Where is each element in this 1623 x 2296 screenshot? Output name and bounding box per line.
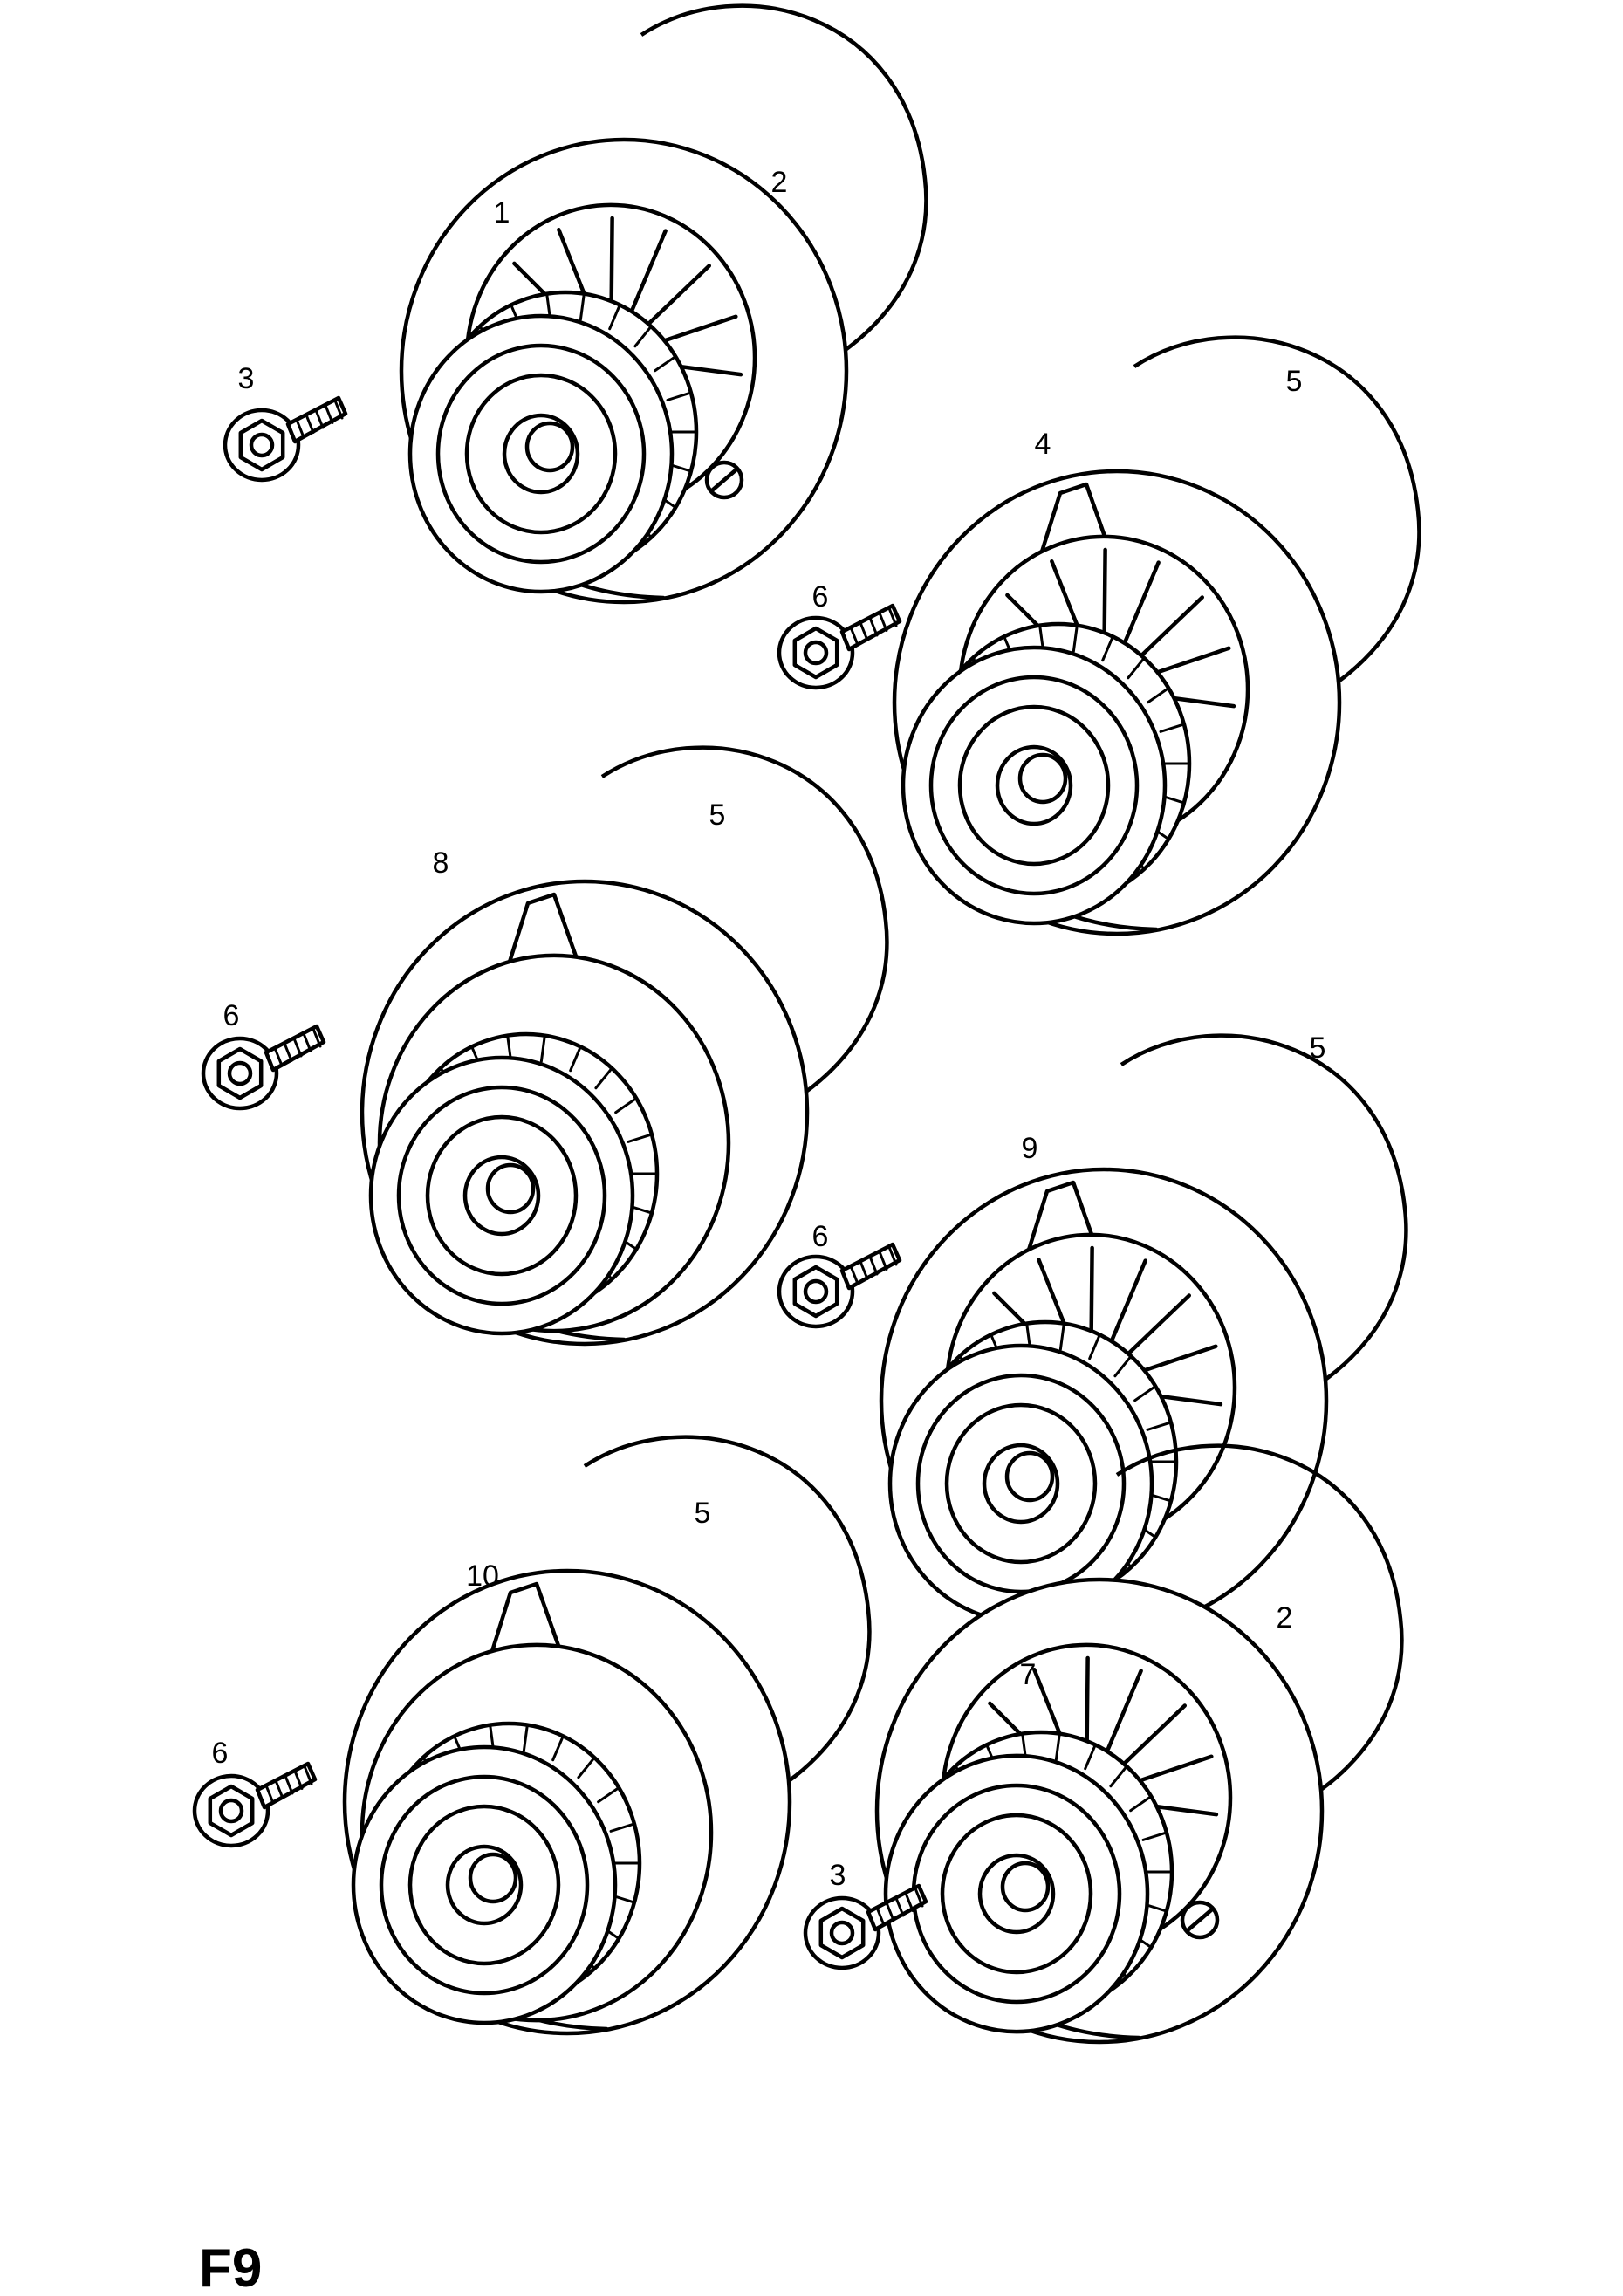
water-pump-assembly: 9 5 6 [777,1031,1408,1635]
callout-gasket: 2 [771,166,788,199]
bolt-icon [192,1761,318,1848]
callout-pump: 9 [1022,1132,1038,1165]
callout-pump: 8 [433,846,449,880]
callout-bolt: 6 [812,580,829,613]
water-pump-assembly: 4 5 6 [777,335,1421,936]
callout-gasket: 2 [1277,1601,1293,1635]
callout-pump: 7 [1020,1658,1037,1691]
water-pump-assembly: 10 5 6 [192,1435,872,2036]
water-pump-assembly: 8 5 6 [201,745,889,1347]
pump-body [892,469,1342,936]
callout-bolt: 6 [812,1220,829,1253]
callout-pump: 1 [494,196,510,230]
water-pump-assembly: 7 2 3 [803,1443,1404,2045]
bolt-icon [201,1024,326,1111]
callout-bolt: 3 [238,362,255,395]
water-pump-assembly: 1 2 3 [223,3,928,605]
callout-pump: 10 [466,1559,499,1593]
callout-bolt: 3 [830,1859,846,1892]
pump-body [399,137,849,605]
callout-pump: 4 [1035,428,1051,461]
bolt-icon [777,1242,902,1329]
callout-gasket: 5 [1286,365,1303,398]
pump-body [879,1167,1329,1635]
callout-gasket: 5 [695,1497,711,1530]
pump-body [874,1577,1325,2045]
bolt-icon [777,603,902,690]
assemblies-layer: 1 2 3 4 5 6 8 5 6 9 5 6 10 5 6 7 2 3 [192,3,1421,2045]
bolt-icon [803,1883,928,1970]
bolt-icon [223,395,348,483]
figure-code: F9 [199,2238,262,2296]
pump-body [342,1568,792,2036]
pump-body [360,879,810,1347]
callout-gasket: 5 [1310,1031,1326,1065]
callout-gasket: 5 [709,798,726,832]
callout-bolt: 6 [212,1737,229,1770]
callout-bolt: 6 [223,999,240,1032]
